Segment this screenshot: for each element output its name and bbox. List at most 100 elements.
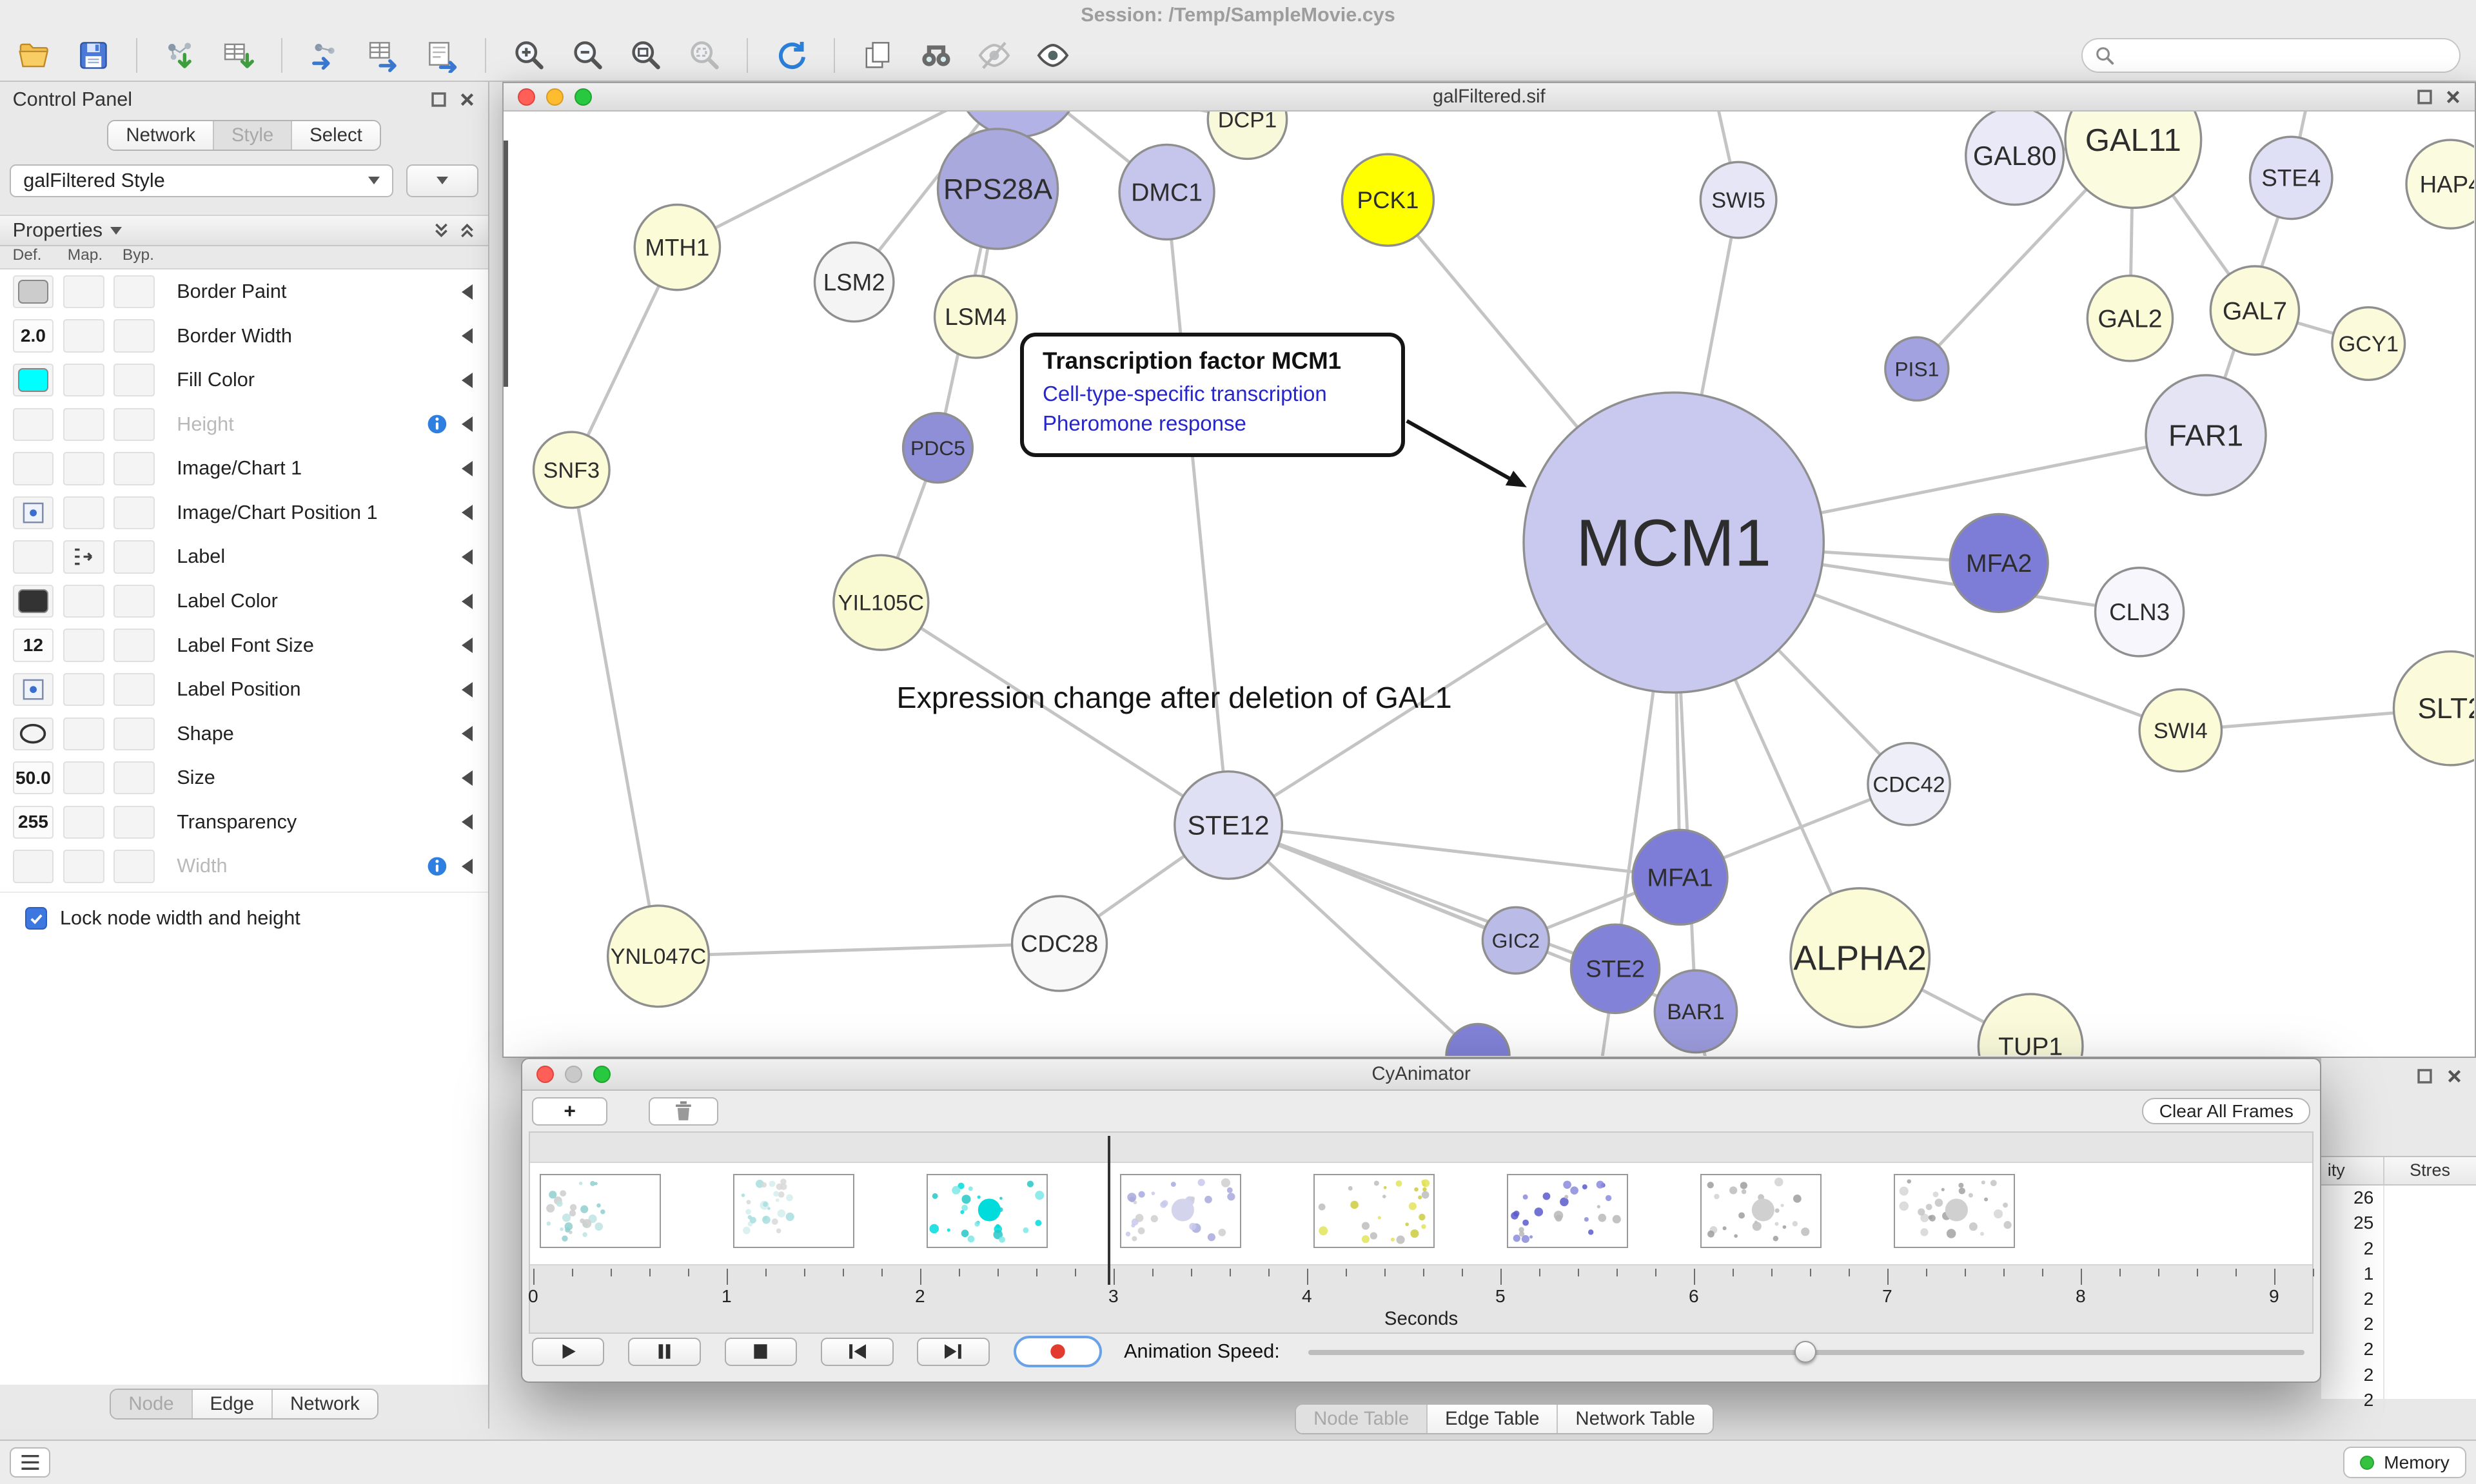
property-row-label[interactable]: Label <box>0 535 488 580</box>
table-column-header[interactable]: Stres <box>2410 1160 2450 1180</box>
node-GAL11[interactable]: GAL11 <box>2064 112 2203 210</box>
property-byp-cell[interactable] <box>113 672 155 707</box>
close-panel-icon[interactable] <box>458 91 476 108</box>
export-network-icon[interactable] <box>306 37 344 75</box>
node-YNL047C[interactable]: YNL047C <box>606 904 710 1008</box>
panel-splitter[interactable] <box>503 140 509 387</box>
expand-arrow-icon[interactable] <box>461 505 473 521</box>
memory-button[interactable]: Memory <box>2343 1447 2467 1479</box>
cyanimator-titlebar[interactable]: CyAnimator <box>522 1059 2320 1091</box>
playhead[interactable] <box>1108 1136 1110 1285</box>
property-def-cell[interactable]: 12 <box>12 629 54 662</box>
open-session-icon[interactable] <box>15 37 54 75</box>
import-network-icon[interactable] <box>161 37 199 75</box>
expand-arrow-icon[interactable] <box>461 549 473 565</box>
close-window-button[interactable] <box>536 1065 555 1083</box>
delete-frame-button[interactable] <box>649 1097 718 1126</box>
expand-arrow-icon[interactable] <box>461 593 473 609</box>
property-def-cell[interactable]: 255 <box>12 805 54 839</box>
expand-arrow-icon[interactable] <box>461 328 473 344</box>
table-row[interactable]: 2 <box>2321 1362 2476 1388</box>
save-session-icon[interactable] <box>74 37 112 75</box>
float-panel-icon[interactable] <box>2416 1068 2433 1085</box>
close-window-button[interactable] <box>517 88 535 106</box>
property-def-cell[interactable] <box>12 407 54 441</box>
property-map-cell[interactable] <box>63 717 104 750</box>
minimize-window-button[interactable] <box>545 88 564 106</box>
property-byp-cell[interactable] <box>113 717 155 750</box>
expand-arrow-icon[interactable] <box>461 284 473 300</box>
property-row-label-position[interactable]: Label Position <box>0 667 488 712</box>
float-panel-icon[interactable] <box>430 91 447 108</box>
property-byp-cell[interactable] <box>113 407 155 441</box>
expand-arrow-icon[interactable] <box>461 814 473 830</box>
property-map-cell[interactable] <box>63 584 104 618</box>
zoom-window-button[interactable] <box>593 1065 611 1083</box>
table-tab-node-table[interactable]: Node Table <box>1296 1405 1428 1433</box>
property-def-cell[interactable] <box>12 452 54 485</box>
stop-button[interactable] <box>724 1337 798 1366</box>
node-YIL105C[interactable]: YIL105C <box>832 554 930 652</box>
edge[interactable] <box>658 942 1059 959</box>
animation-speed-slider[interactable] <box>1308 1340 2304 1363</box>
property-def-cell[interactable]: 50.0 <box>12 761 54 795</box>
node-TUP1[interactable]: TUP1 <box>1977 993 2084 1056</box>
add-frame-button[interactable]: + <box>531 1097 608 1126</box>
table-row[interactable]: 2 <box>2321 1286 2476 1312</box>
node-LSM2[interactable]: LSM2 <box>813 241 895 323</box>
edge[interactable] <box>1227 824 1616 971</box>
close-window-icon[interactable] <box>2444 88 2462 106</box>
property-byp-cell[interactable] <box>113 629 155 662</box>
property-def-cell[interactable]: 2.0 <box>12 319 54 353</box>
frame-thumbnail-4[interactable] <box>1119 1174 1242 1249</box>
frame-thumbnail-3[interactable] <box>926 1174 1048 1249</box>
expand-arrow-icon[interactable] <box>461 638 473 654</box>
frame-thumbnail-6[interactable] <box>1506 1174 1629 1249</box>
frame-thumbnail-1[interactable] <box>539 1174 662 1249</box>
node-GAL80[interactable]: GAL80 <box>1964 112 2065 206</box>
zoom-in-icon[interactable] <box>510 37 548 75</box>
property-row-label-color[interactable]: Label Color <box>0 579 488 623</box>
expand-arrow-icon[interactable] <box>461 372 473 388</box>
control-panel-tab-select[interactable]: Select <box>292 121 380 150</box>
table-row[interactable]: 25 <box>2321 1210 2476 1236</box>
attribute-tab-edge[interactable]: Edge <box>192 1389 273 1418</box>
attribute-tab-node[interactable]: Node <box>111 1389 193 1418</box>
table-row[interactable]: 26 <box>2321 1185 2476 1211</box>
node-PIS1[interactable]: PIS1 <box>1883 336 1950 402</box>
search-input[interactable] <box>2121 44 2446 66</box>
node-MFA2[interactable]: MFA2 <box>1949 513 2049 614</box>
node-STE2[interactable]: STE2 <box>1569 923 1661 1015</box>
property-row-border-paint[interactable]: Border Paint <box>0 269 488 314</box>
expand-arrow-icon[interactable] <box>461 726 473 742</box>
property-byp-cell[interactable] <box>113 805 155 839</box>
panel-menu-button[interactable] <box>9 1447 51 1478</box>
show-all-icon[interactable] <box>1034 37 1072 75</box>
edge[interactable] <box>1164 192 1230 826</box>
table-row[interactable]: 2 <box>2321 1236 2476 1262</box>
property-def-cell[interactable] <box>12 496 54 530</box>
properties-header-bar[interactable]: Properties <box>0 215 489 247</box>
node-MTH1[interactable]: MTH1 <box>633 204 721 291</box>
property-def-cell[interactable] <box>12 584 54 618</box>
table-row[interactable]: 2 <box>2321 1336 2476 1362</box>
slider-handle[interactable] <box>1794 1340 1817 1363</box>
property-row-height[interactable]: Height <box>0 402 488 447</box>
lock-dimensions-row[interactable]: Lock node width and height <box>0 892 489 933</box>
search-network-icon[interactable] <box>917 37 955 75</box>
search-box[interactable] <box>2081 37 2461 73</box>
node-PCK1[interactable]: PCK1 <box>1341 153 1435 248</box>
style-options-button[interactable] <box>406 164 479 198</box>
property-map-cell[interactable] <box>63 319 104 353</box>
expand-arrow-icon[interactable] <box>461 858 473 874</box>
node-SWI5[interactable]: SWI5 <box>1699 161 1778 240</box>
node-FAR1[interactable]: FAR1 <box>2144 374 2267 497</box>
property-byp-cell[interactable] <box>113 275 155 309</box>
info-icon[interactable] <box>427 856 447 877</box>
record-button[interactable] <box>1013 1336 1102 1368</box>
property-row-fill-color[interactable]: Fill Color <box>0 358 488 402</box>
property-map-cell[interactable] <box>63 761 104 795</box>
node-CDC28[interactable]: CDC28 <box>1010 895 1108 993</box>
